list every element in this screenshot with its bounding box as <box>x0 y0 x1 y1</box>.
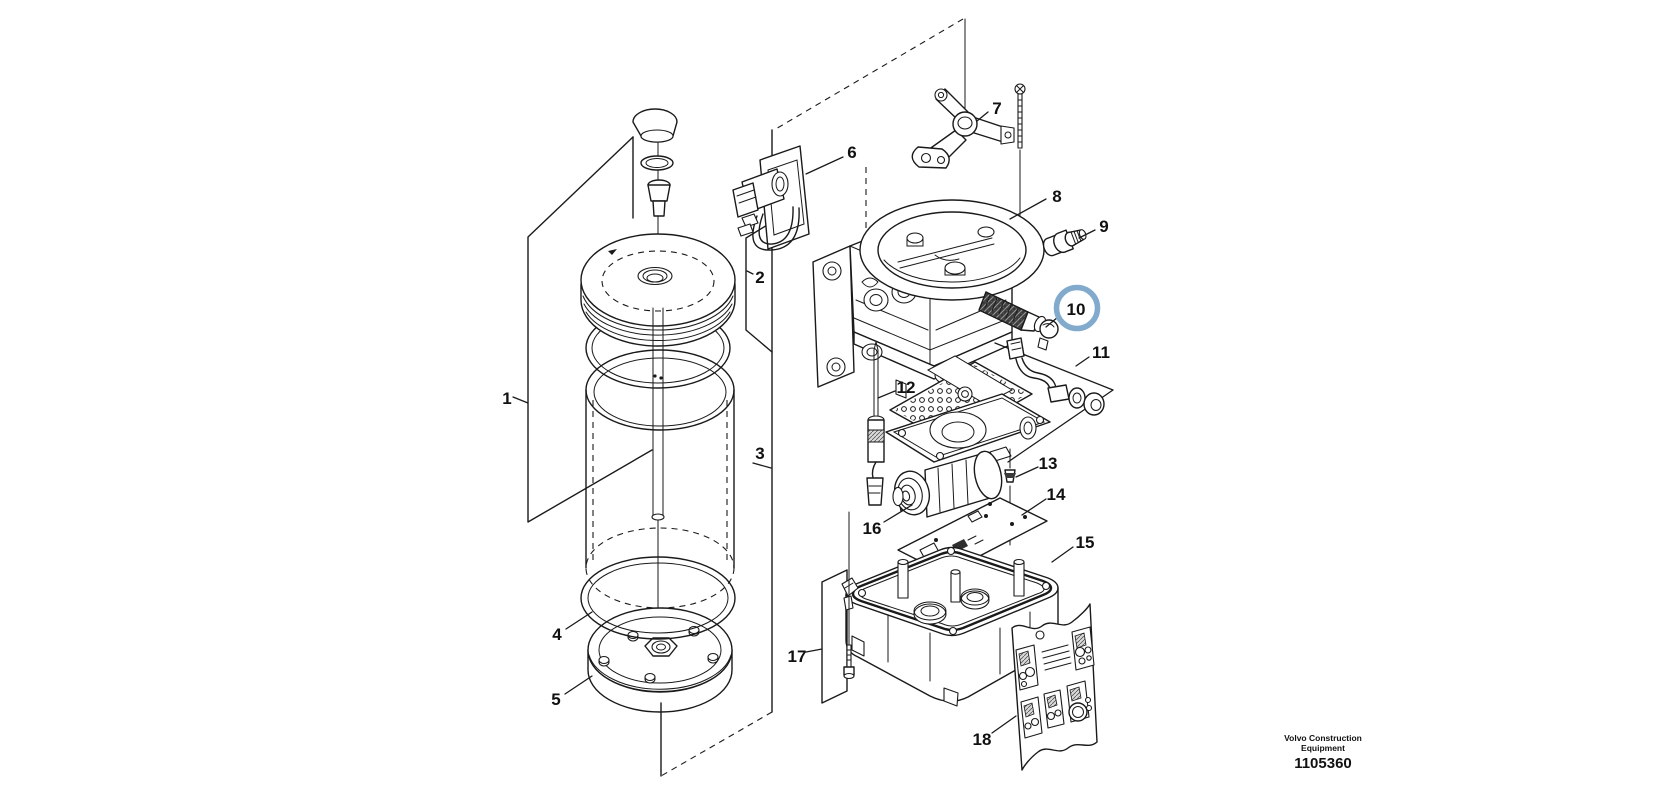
part-label-9[interactable]: 9 <box>1099 217 1108 236</box>
stem-drawing <box>647 179 671 217</box>
part-label-14[interactable]: 14 <box>1047 485 1066 504</box>
part-label-16[interactable]: 16 <box>863 519 882 538</box>
part-10-element-drawing <box>978 291 1059 351</box>
part-label-17[interactable]: 17 <box>788 647 807 666</box>
part-label-10[interactable]: 10 <box>1067 300 1086 319</box>
part-16-motor-drawing <box>892 450 1003 518</box>
part-label-15[interactable]: 15 <box>1076 533 1095 552</box>
lid-arrow-mark <box>608 249 617 255</box>
part-label-1[interactable]: 1 <box>502 389 511 408</box>
part-label-18[interactable]: 18 <box>973 730 992 749</box>
footer-brand-line1: Volvo Construction <box>1284 733 1362 743</box>
cylinder-drawing <box>585 307 735 641</box>
selected-part-highlight-ring[interactable] <box>1053 284 1101 332</box>
part-17-bolt-drawing <box>821 511 859 704</box>
reservoir-assembly-drawing <box>527 108 778 713</box>
part-label-8[interactable]: 8 <box>1052 187 1061 206</box>
part-label-7[interactable]: 7 <box>992 99 1001 118</box>
part-1-plane <box>527 136 653 523</box>
part-label-11[interactable]: 11 <box>1092 343 1110 362</box>
part-label-4[interactable]: 4 <box>552 625 562 644</box>
screw-drawing <box>1014 83 1026 247</box>
pump-body-drawing <box>885 393 1051 463</box>
part-7-spider-drawing <box>911 18 1026 247</box>
part-label-13[interactable]: 13 <box>1039 454 1058 473</box>
part-18-gasket-kit-drawing <box>1011 603 1098 771</box>
part-9-fitting-drawing <box>1042 229 1087 257</box>
pump-assembly-drawing <box>732 18 1114 771</box>
part-11-harness-drawing <box>994 337 1114 463</box>
bottom-oring-drawing <box>580 556 736 640</box>
part-label-3[interactable]: 3 <box>755 444 764 463</box>
part-label-2[interactable]: 2 <box>755 268 764 287</box>
part-2-plane <box>745 218 778 353</box>
footer-block: Volvo Construction Equipment 1105360 <box>1284 733 1362 772</box>
cap-oring-drawing <box>640 155 674 171</box>
part-6-sensor-drawing <box>732 145 810 251</box>
part-12-probe-drawing <box>866 341 885 506</box>
figure-code: 1105360 <box>1294 755 1352 772</box>
part-label-5[interactable]: 5 <box>551 690 560 709</box>
lid-drawing <box>580 233 736 347</box>
cap-drawing <box>632 108 678 143</box>
part-8-ring-drawing <box>859 199 1045 301</box>
part-label-6[interactable]: 6 <box>847 143 856 162</box>
part-label-12[interactable]: 12 <box>897 378 916 397</box>
leader-lines <box>512 111 1096 734</box>
footer-brand-line2: Equipment <box>1301 743 1345 753</box>
part-callouts: 1 2 3 4 5 6 7 8 9 10 11 12 13 14 15 16 1… <box>502 99 1110 749</box>
